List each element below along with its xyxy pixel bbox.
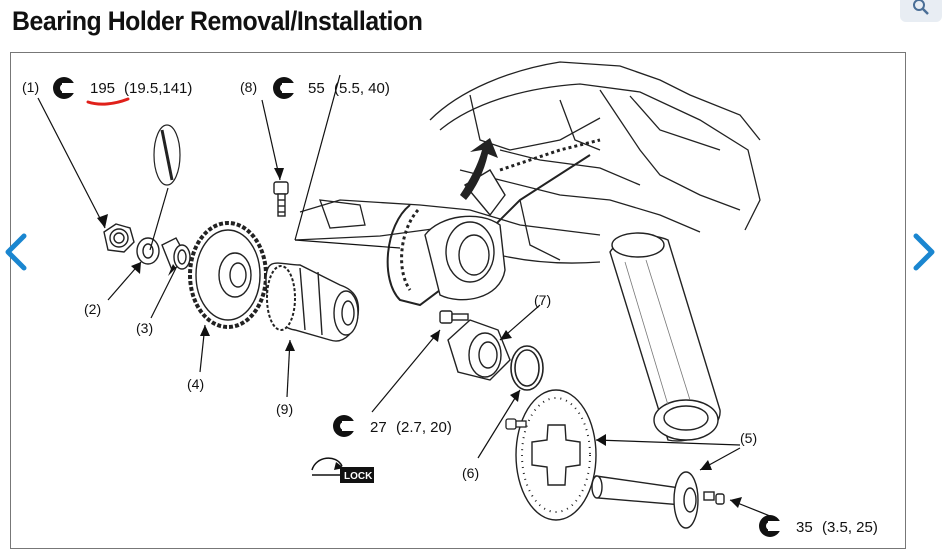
- callout-5: (5): [740, 430, 757, 446]
- torque-underline: [86, 97, 130, 106]
- part-6-snap-ring: [510, 345, 544, 391]
- part-3-collar: [161, 237, 191, 272]
- torque-8-detail: (5.5, 40): [334, 80, 390, 97]
- torque-1-detail: (19.5,141): [124, 80, 192, 97]
- torque-27-value: 27: [370, 419, 387, 436]
- torque-wrench-icon: [273, 77, 295, 99]
- lock-label: LOCK: [344, 471, 373, 482]
- torque-wrench-icon: [759, 515, 781, 537]
- previous-button[interactable]: [2, 232, 30, 272]
- chevron-right-icon: [913, 233, 935, 271]
- part-9-hub: [265, 262, 360, 342]
- disc-bolt: [505, 418, 527, 430]
- callout-9: (9): [276, 401, 293, 417]
- torque-27-detail: (2.7, 20): [396, 419, 452, 436]
- part-5-axle-disc: [515, 389, 725, 529]
- torque-1-value: 195: [90, 80, 115, 97]
- page-title: Bearing Holder Removal/Installation: [12, 6, 423, 36]
- callout-4: (4): [187, 376, 204, 392]
- swingarm-frame: [294, 61, 761, 264]
- next-button[interactable]: [910, 232, 938, 272]
- torque-8-value: 55: [308, 80, 325, 97]
- holder-bolt: [439, 310, 469, 324]
- washer-detail: [153, 124, 181, 186]
- part-8-bolt: [273, 181, 289, 217]
- zoom-button[interactable]: [900, 0, 942, 22]
- part-2-washer: [136, 237, 160, 265]
- part-4-sprocket: [188, 221, 268, 329]
- callout-6: (6): [462, 465, 479, 481]
- bearing-holder-housing: [424, 169, 506, 301]
- torque-wrench-icon: [53, 77, 75, 99]
- leader-arrowheads: [97, 168, 742, 508]
- callout-3: (3): [136, 320, 153, 336]
- torque-35-detail: (3.5, 25): [822, 519, 878, 536]
- magnifier-icon: [913, 0, 929, 15]
- leader-lines: [37, 74, 776, 519]
- callout-7: (7): [534, 292, 551, 308]
- torque-wrench-icon: [333, 415, 355, 437]
- torque-35-value: 35: [796, 519, 813, 536]
- diagram-frame: [10, 52, 906, 549]
- shock-absorber: [609, 232, 721, 442]
- part-7-bearing-holder: [447, 319, 511, 381]
- chevron-left-icon: [5, 233, 27, 271]
- lock-symbol: LOCK: [311, 457, 374, 483]
- part-1-nut: [103, 223, 135, 253]
- rotation-arrow: [460, 138, 498, 200]
- callout-1: (1): [22, 79, 39, 95]
- callout-2: (2): [84, 301, 101, 317]
- callout-8: (8): [240, 79, 257, 95]
